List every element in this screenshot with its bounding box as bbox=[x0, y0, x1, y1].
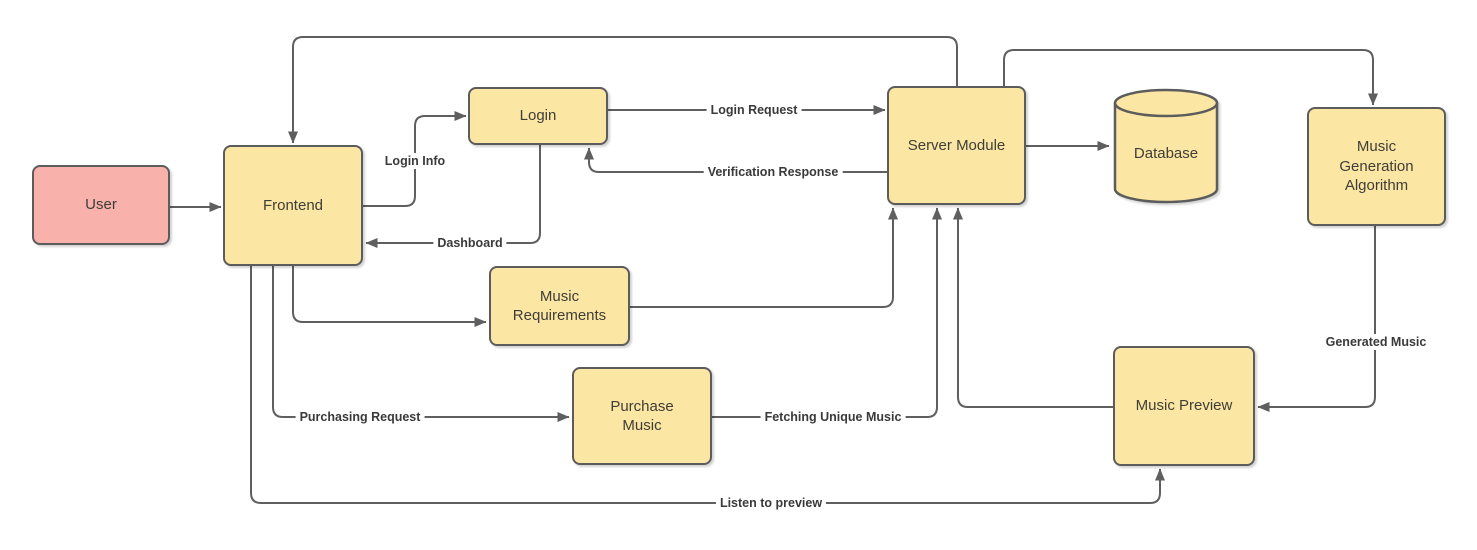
node-frontend: Frontend bbox=[223, 145, 363, 266]
node-music-preview: Music Preview bbox=[1113, 346, 1255, 466]
edge-music-preview-to-server bbox=[953, 207, 1113, 408]
edge-frontend-to-preview-listen bbox=[250, 266, 1165, 504]
node-frontend-label: Frontend bbox=[262, 196, 324, 214]
node-server-module: Server Module bbox=[887, 86, 1026, 205]
node-music-generation-algorithm: Music Generation Algorithm bbox=[1307, 107, 1446, 226]
node-music-requirements: Music Requirements bbox=[489, 266, 630, 346]
edge-label-login-request: Login Request bbox=[706, 102, 802, 118]
node-music-requirements-label: Music Requirements bbox=[512, 287, 607, 325]
edge-label-login-info: Login Info bbox=[380, 153, 450, 169]
node-login-label: Login bbox=[519, 107, 557, 125]
edge-label-listen-to-preview: Listen to preview bbox=[715, 495, 827, 511]
node-database-label: Database bbox=[1133, 145, 1199, 163]
edge-login-to-frontend-dashboard bbox=[365, 145, 541, 248]
node-login: Login bbox=[468, 87, 608, 145]
edge-purchase-to-server-fetching-unique-music bbox=[712, 207, 942, 418]
edge-server-to-frontend-top bbox=[288, 36, 958, 144]
node-music-preview-label: Music Preview bbox=[1135, 397, 1233, 415]
node-user: User bbox=[32, 165, 170, 245]
node-purchase-music-label: Purchase Music bbox=[610, 397, 674, 435]
edge-music-requirements-to-server bbox=[630, 207, 898, 308]
edge-server-to-login-verification-response bbox=[584, 147, 887, 173]
edge-frontend-to-music-requirements bbox=[292, 266, 487, 327]
edge-label-fetching-unique-music: Fetching Unique Music bbox=[760, 409, 906, 425]
edge-label-verification-response: Verification Response bbox=[703, 164, 843, 180]
node-server-module-label: Server Module bbox=[907, 136, 1006, 154]
edge-frontend-to-purchase-purchasing-request bbox=[272, 266, 570, 422]
edge-label-purchasing-request: Purchasing Request bbox=[295, 409, 425, 425]
node-music-generation-algorithm-label: Music Generation Algorithm bbox=[1339, 138, 1414, 195]
node-database: Database bbox=[1112, 87, 1220, 205]
database-cylinder-icon bbox=[1113, 88, 1219, 204]
edge-label-generated-music: Generated Music bbox=[1321, 334, 1431, 350]
node-purchase-music: Purchase Music bbox=[572, 367, 712, 465]
edge-music-generation-to-preview-generated-music bbox=[1257, 226, 1376, 412]
node-user-label: User bbox=[85, 196, 117, 214]
edge-server-to-music-generation-top bbox=[1003, 49, 1378, 106]
edge-label-dashboard: Dashboard bbox=[433, 235, 507, 251]
